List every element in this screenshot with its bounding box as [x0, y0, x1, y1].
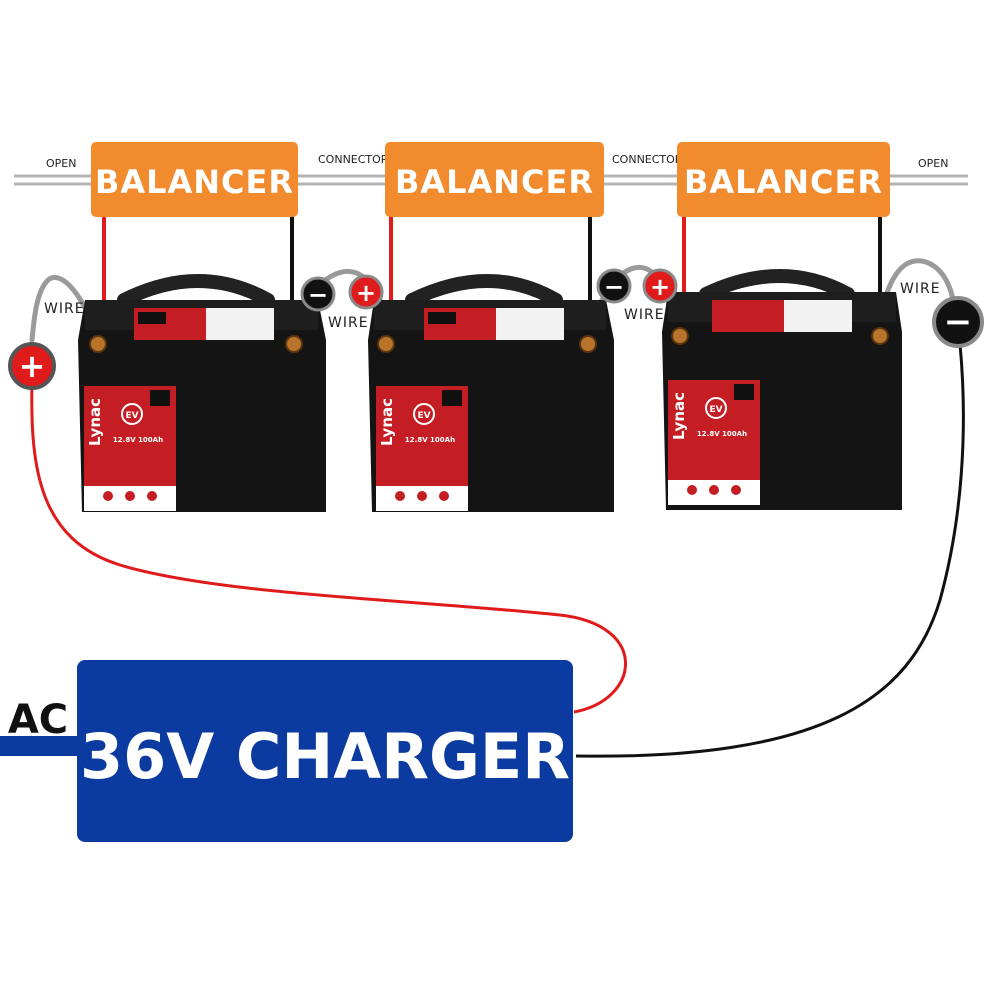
svg-text:+: +: [356, 279, 376, 307]
svg-text:+: +: [650, 273, 670, 301]
charger-unit: 36V CHARGER: [77, 660, 573, 842]
ev-badge-icon: [121, 403, 143, 425]
battery-brand: Lynac: [378, 398, 396, 446]
battery-badge: EV: [125, 411, 138, 421]
wire-label: WIRE: [44, 301, 85, 317]
negative-output-wire: [575, 343, 965, 758]
svg-text:+: +: [19, 347, 46, 385]
wire-label: WIRE: [624, 307, 665, 323]
minus-icon: −: [932, 296, 984, 348]
bus-label-open-right: OPEN: [918, 157, 948, 170]
ac-label: AC: [8, 697, 68, 743]
plus-icon: +: [8, 342, 56, 390]
wire-label: WIRE: [900, 281, 941, 297]
balancer-1: BALANCER: [91, 142, 298, 217]
terminal-positive: [89, 335, 107, 353]
ac-input-line: [0, 736, 80, 756]
battery-1: Lynac EV 12.8V 100Ah: [78, 274, 326, 512]
svg-text:−: −: [308, 281, 328, 309]
minus-icon: −: [596, 268, 632, 304]
bus-label-connector-1: CONNECTOR: [318, 153, 389, 166]
battery-rating: 12.8V 100Ah: [697, 430, 747, 438]
battery-3: Lynac EV 12.8V 100Ah: [662, 269, 902, 510]
battery-badge: EV: [709, 405, 722, 415]
terminal-negative: [579, 335, 597, 353]
positive-output-wire: [30, 381, 627, 714]
plus-icon: +: [642, 268, 678, 304]
plus-icon: +: [348, 274, 384, 310]
balancer-3: BALANCER: [677, 142, 890, 217]
svg-text:−: −: [944, 302, 973, 342]
terminal-negative: [871, 327, 889, 345]
balancer-label: BALANCER: [95, 163, 294, 201]
charger-label: 36V CHARGER: [80, 720, 570, 793]
balancer-label: BALANCER: [395, 163, 594, 201]
battery-brand: Lynac: [86, 398, 104, 446]
balancer-label: BALANCER: [684, 163, 883, 201]
ev-badge-icon: [413, 403, 435, 425]
battery-brand: Lynac: [670, 392, 688, 440]
battery-2: Lynac EV 12.8V 100Ah: [368, 274, 614, 512]
terminal-negative: [285, 335, 303, 353]
wire-label: WIRE: [328, 315, 369, 331]
terminal-positive: [377, 335, 395, 353]
minus-icon: −: [300, 276, 336, 312]
svg-text:−: −: [604, 273, 624, 301]
bus-label-connector-2: CONNECTOR: [612, 153, 683, 166]
balancer-2: BALANCER: [385, 142, 604, 217]
balancer-leads: [102, 216, 882, 336]
bus-label-open-left: OPEN: [46, 157, 76, 170]
battery-rating: 12.8V 100Ah: [113, 436, 163, 444]
ev-badge-icon: [705, 397, 727, 419]
battery-rating: 12.8V 100Ah: [405, 436, 455, 444]
battery-badge: EV: [417, 411, 430, 421]
terminal-positive: [671, 327, 689, 345]
